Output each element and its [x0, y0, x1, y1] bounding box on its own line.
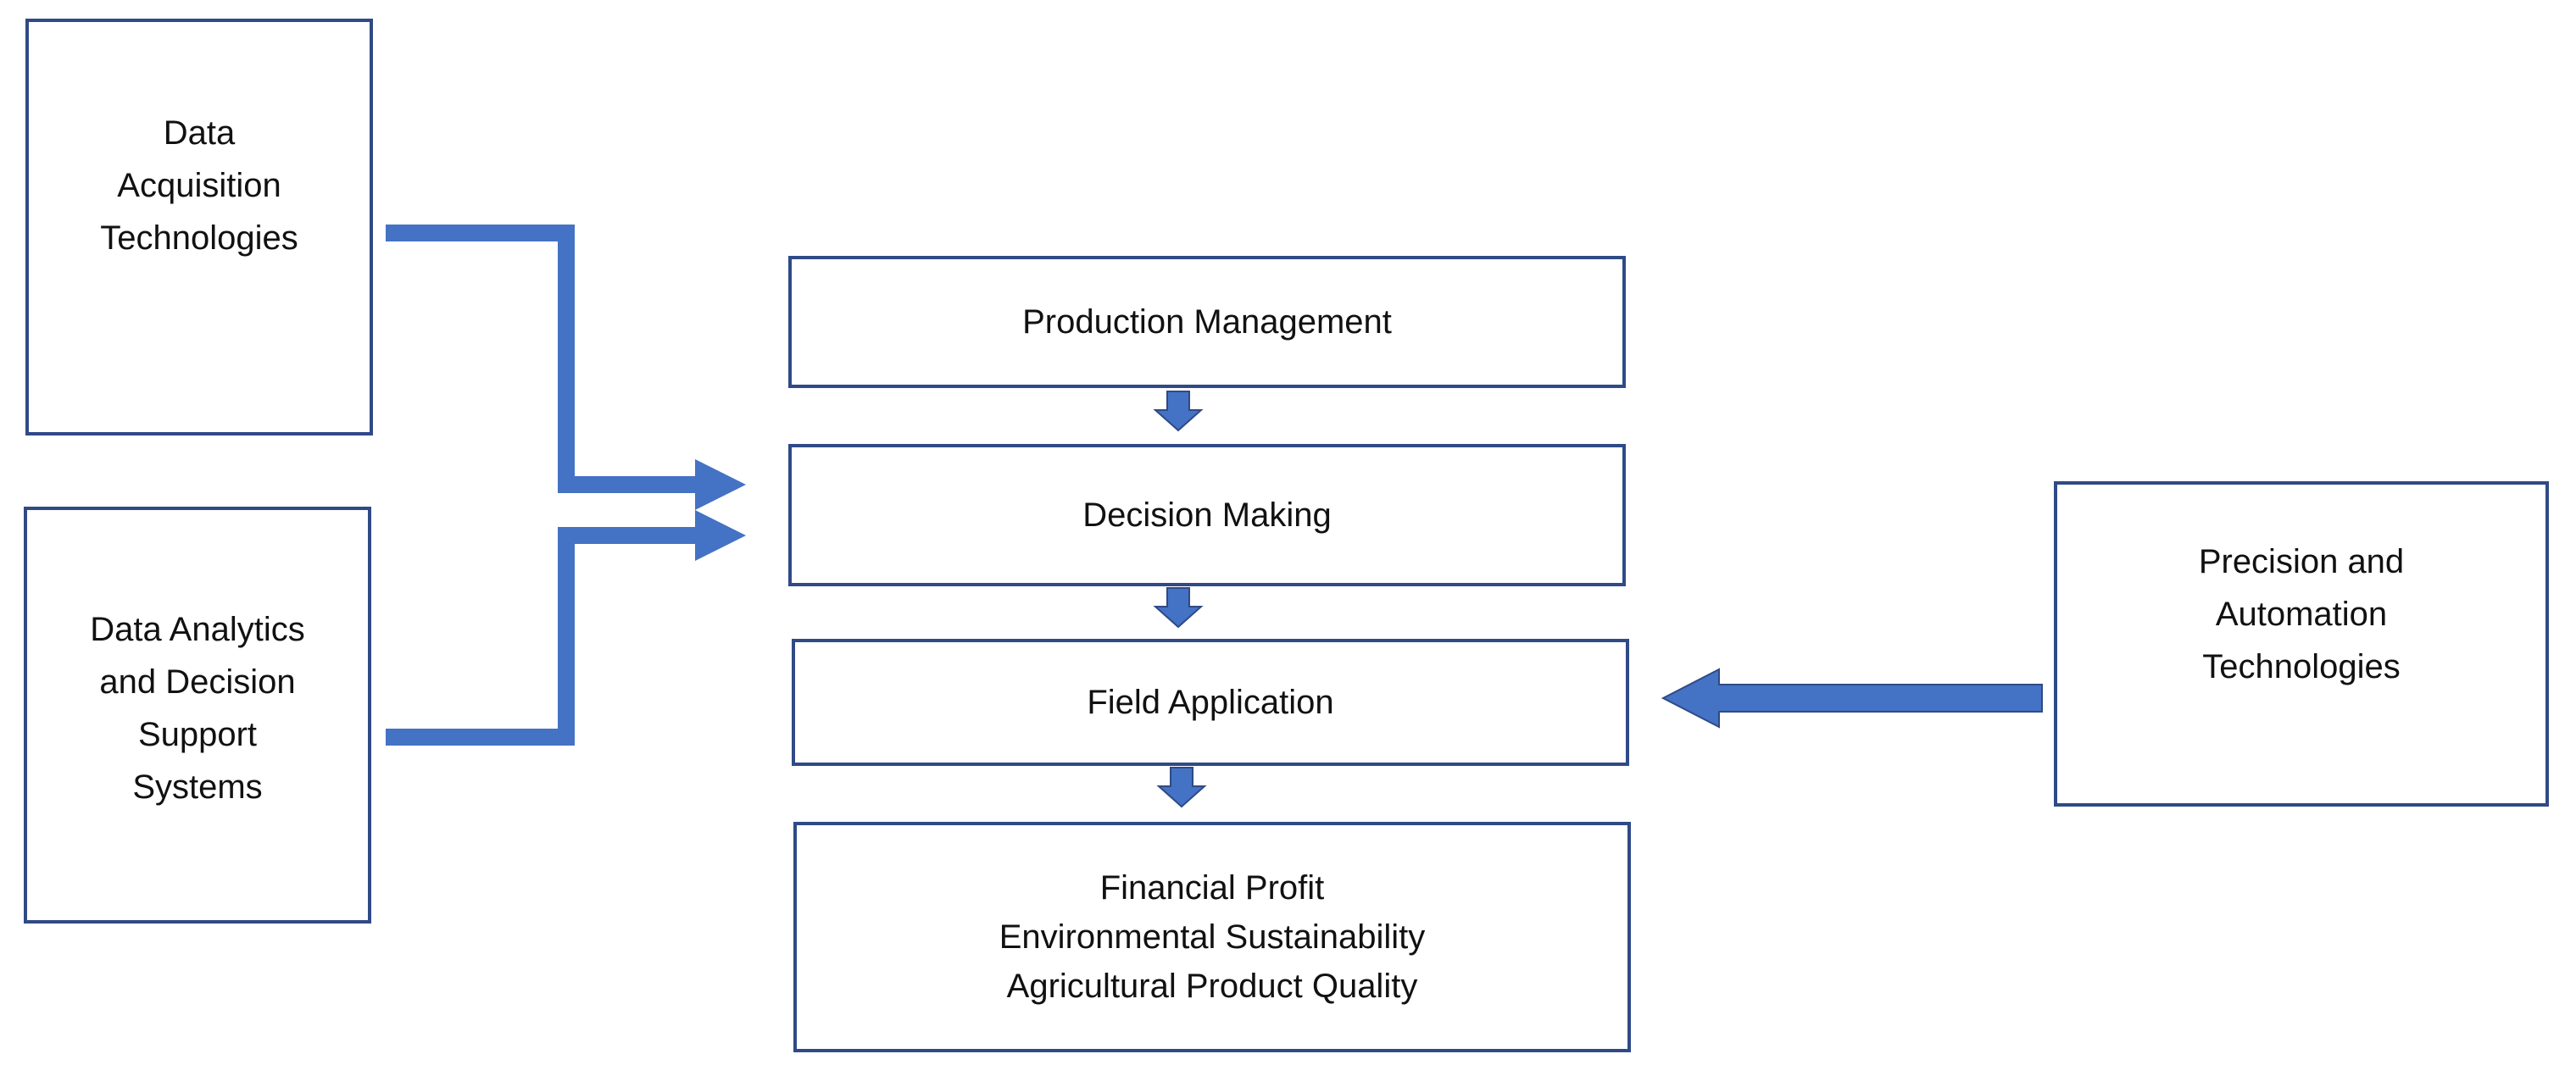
node-data-analytics-decision-support: Data Analytics and Decision Support Syst…	[24, 507, 371, 924]
node-label-line: Precision and	[2198, 543, 2405, 580]
arrow-field-to-outcomes	[1156, 767, 1207, 808]
connector-acquisition-to-decision	[386, 225, 704, 493]
node-label-line: Environmental Sustainability	[999, 918, 1426, 956]
node-label-line: Data	[163, 114, 236, 152]
connector-analytics-to-decision	[386, 527, 704, 746]
node-label-line: Field Application	[1087, 684, 1334, 721]
arrow-decision-to-field	[1153, 587, 1204, 629]
node-label-line: Data Analytics	[90, 611, 305, 648]
node-label-line: Decision Making	[1082, 496, 1332, 534]
node-label-line: Support	[137, 716, 258, 753]
node-precision-automation-technologies: Precision and Automation Technologies	[2054, 481, 2549, 807]
node-field-application: Field Application	[792, 639, 1629, 766]
node-label-line: Systems	[132, 768, 263, 806]
arrow-production-to-decision	[1153, 391, 1204, 432]
arrowhead-acquisition-to-decision	[695, 459, 746, 510]
node-label-line: Automation	[2215, 596, 2388, 633]
node-label-line: Production Management	[1022, 303, 1392, 341]
node-label-line: Agricultural Product Quality	[1006, 968, 1418, 1005]
node-production-management: Production Management	[788, 256, 1626, 388]
arrow-precision-to-field	[1661, 668, 2043, 729]
node-label-line: Technologies	[2202, 648, 2401, 685]
node-label-line: Technologies	[100, 219, 298, 257]
node-decision-making: Decision Making	[788, 444, 1626, 586]
node-data-acquisition-technologies: Data Acquisition Technologies	[25, 19, 373, 435]
node-label-line: Financial Profit	[1099, 869, 1325, 907]
node-outcomes: Financial Profit Environmental Sustainab…	[793, 822, 1631, 1052]
node-label-line: Acquisition	[117, 167, 281, 204]
node-label-line: and Decision	[99, 663, 296, 701]
arrowhead-analytics-to-decision	[695, 510, 746, 561]
